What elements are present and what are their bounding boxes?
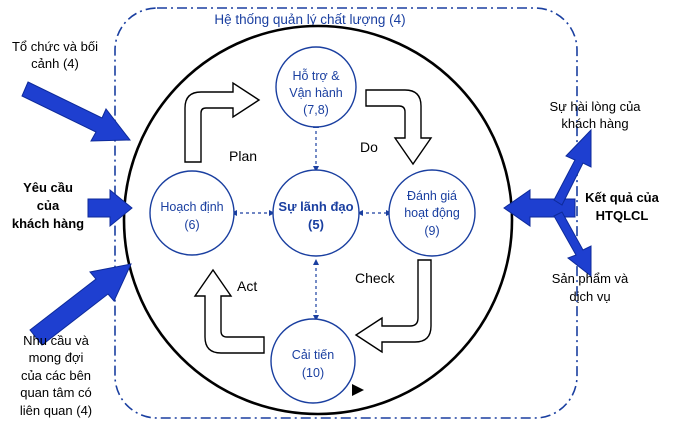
results-line1: Kết quả của [585, 190, 659, 205]
check-label: Check [355, 270, 396, 286]
support-line1: Hỗ trợ & [292, 68, 340, 83]
system-title: Hệ thống quản lý chất lượng (4) [214, 12, 405, 27]
products-line2: dịch vụ [569, 289, 610, 304]
pdca-arrows [184, 81, 433, 354]
evaluation-line1: Đánh giá [407, 189, 457, 203]
improvement-line2: (10) [302, 366, 324, 380]
stakeholders-line1: Nhu cầu và [23, 333, 90, 348]
process-circle [122, 24, 514, 416]
plan-label: Plan [229, 148, 257, 164]
stakeholders-arrow [29, 263, 132, 346]
requirements-arrow [87, 188, 133, 228]
satisfaction-line2: khách hàng [561, 116, 628, 131]
act-arrow [193, 268, 265, 354]
requirements-line1: Yêu cầu [23, 180, 73, 195]
requirements-line3: khách hàng [12, 216, 84, 231]
requirements-line2: của [37, 198, 60, 213]
evaluation-line2: hoạt động [404, 206, 460, 220]
planning-line2: (6) [184, 218, 199, 232]
act-label: Act [237, 278, 257, 294]
stakeholders-line2: mong đợi [29, 350, 84, 365]
node-planning: Hoạch định (6) [149, 170, 235, 256]
node-improvement: Cải tiến (10) [270, 318, 356, 404]
do-arrow [365, 89, 433, 166]
context-line2: cảnh (4) [31, 56, 79, 71]
circle-arrowhead [352, 384, 364, 396]
support-line3: (7,8) [303, 103, 329, 117]
stakeholders-line4: quan tâm có [20, 385, 92, 400]
products-arrow [553, 211, 592, 278]
stakeholders-line3: của các bên [21, 368, 91, 383]
satisfaction-line1: Sự hài lòng của [549, 99, 641, 114]
evaluation-line3: (9) [424, 224, 439, 238]
planning-line1: Hoạch định [160, 200, 223, 214]
plan-arrow [184, 81, 261, 163]
input-arrows [21, 81, 133, 346]
context-arrow [21, 81, 131, 142]
do-label: Do [360, 139, 378, 155]
output-arrows [503, 128, 592, 278]
improvement-line1: Cải tiến [292, 348, 334, 362]
leadership-line1: Sự lãnh đạo [278, 199, 353, 214]
dashed-connectors [231, 122, 392, 321]
context-line1: Tổ chức và bối [12, 39, 98, 54]
satisfaction-arrow [553, 128, 592, 206]
support-line2: Vận hành [289, 86, 343, 100]
leadership-line2: (5) [308, 217, 324, 232]
results-line2: HTQLCL [596, 208, 649, 223]
node-evaluation: Đánh giá hoạt động (9) [388, 169, 476, 257]
node-support: Hỗ trợ & Vận hành (7,8) [275, 46, 357, 128]
products-line1: Sản phẩm và [552, 271, 629, 286]
check-arrow [354, 259, 432, 354]
node-leadership: Sự lãnh đạo (5) [272, 169, 360, 257]
stakeholders-line5: liên quan (4) [20, 403, 92, 418]
